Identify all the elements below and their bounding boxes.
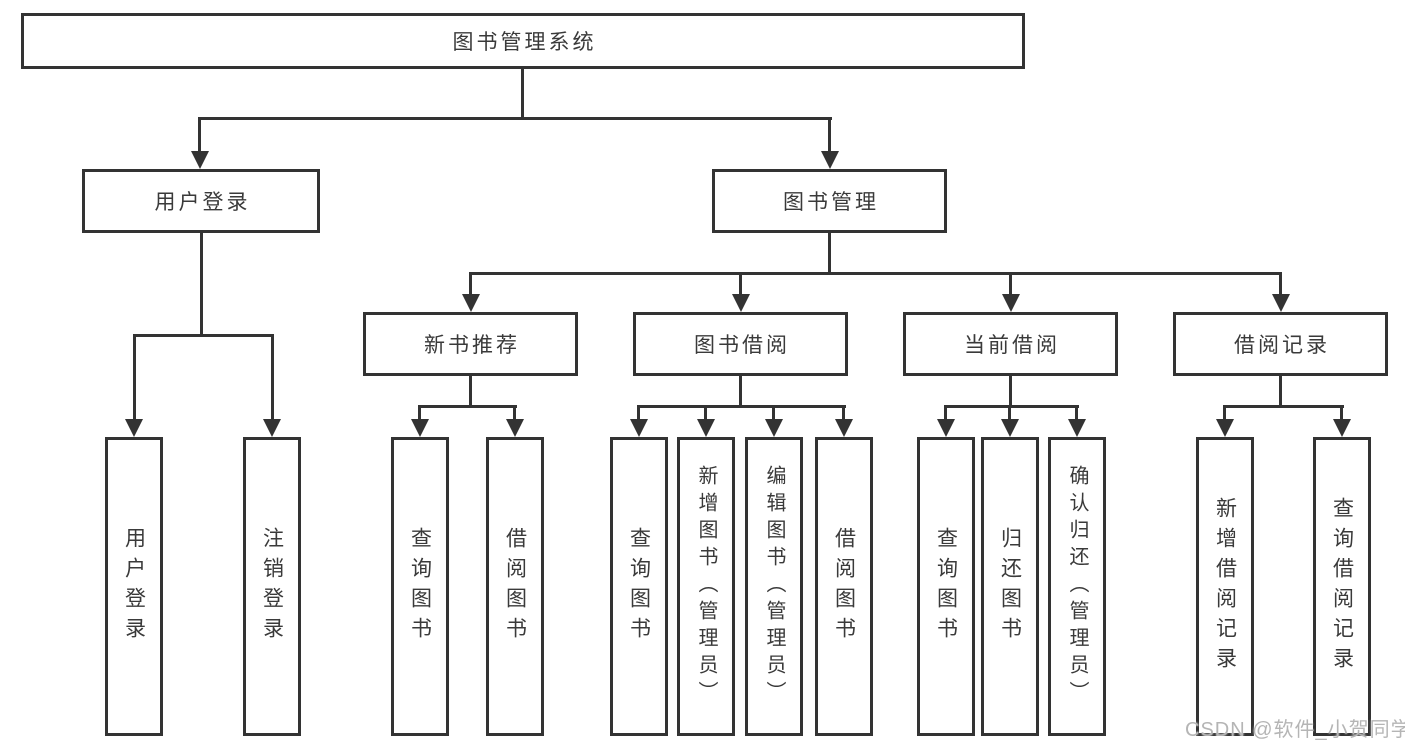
arrow-down-icon [1333,419,1351,437]
connector-line [198,117,832,120]
connector-line [637,405,846,408]
connector-line [1223,405,1226,419]
node-new-book-recommend: 新书推荐 [363,312,578,376]
connector-line [198,117,201,151]
leaf-borrowing-add-books-admin-label: 新增图书（管理员） [695,465,717,708]
node-root: 图书管理系统 [21,13,1025,69]
connector-line [1279,272,1282,294]
leaf-logout: 注销登录 [243,437,301,736]
node-borrow-records-label: 借阅记录 [1234,334,1330,357]
node-new-book-recommend-label: 新书推荐 [424,334,520,357]
node-borrow-records: 借阅记录 [1173,312,1388,376]
connector-line [418,405,421,419]
leaf-records-add-borrow-record-label: 新增借阅记录 [1213,496,1237,677]
leaf-logout-label: 注销登录 [260,526,284,647]
leaf-recommend-query-books-label: 查询图书 [408,526,432,647]
connector-line [739,272,742,294]
connector-line [1009,272,1012,294]
arrow-down-icon [263,419,281,437]
connector-line [1009,376,1012,407]
connector-line [944,405,947,419]
arrow-down-icon [821,151,839,169]
connector-line [944,405,1079,408]
connector-line [469,272,472,294]
csdn-watermark: CSDN @软件_小贺同学 [1185,719,1405,741]
arrow-down-icon [191,151,209,169]
arrow-down-icon [697,419,715,437]
leaf-records-query-borrow-record-label: 查询借阅记录 [1330,496,1354,677]
leaf-recommend-borrow-books: 借阅图书 [486,437,544,736]
leaf-current-confirm-return-admin-label: 确认归还（管理员） [1066,465,1088,708]
connector-line [739,376,742,407]
leaf-borrowing-borrow-books-label: 借阅图书 [832,526,856,647]
connector-line [842,405,845,419]
connector-line [469,272,1282,275]
arrow-down-icon [1068,419,1086,437]
connector-line [469,376,472,407]
leaf-current-return-books: 归还图书 [981,437,1039,736]
leaf-borrowing-borrow-books: 借阅图书 [815,437,873,736]
node-current-borrowing: 当前借阅 [903,312,1118,376]
node-current-borrowing-label: 当前借阅 [964,334,1060,357]
connector-line [828,117,831,151]
connector-line [1340,405,1343,419]
leaf-user-login: 用户登录 [105,437,163,736]
arrow-down-icon [765,419,783,437]
leaf-records-query-borrow-record: 查询借阅记录 [1313,437,1371,736]
arrow-down-icon [835,419,853,437]
leaf-borrowing-edit-books-admin-label: 编辑图书（管理员） [763,465,785,708]
arrow-down-icon [506,419,524,437]
node-book-borrowing-label: 图书借阅 [694,334,790,357]
connector-line [133,334,274,337]
leaf-user-login-label: 用户登录 [122,526,146,647]
arrow-down-icon [1216,419,1234,437]
connector-line [1223,405,1344,408]
connector-line [513,405,516,419]
arrow-down-icon [411,419,429,437]
connector-line [828,233,831,274]
arrow-down-icon [1001,419,1019,437]
arrow-down-icon [630,419,648,437]
arrow-down-icon [125,419,143,437]
arrow-down-icon [1002,294,1020,312]
leaf-current-return-books-label: 归还图书 [998,526,1022,647]
connector-line [1008,405,1011,419]
connector-line [200,233,203,336]
leaf-borrowing-query-books: 查询图书 [610,437,668,736]
leaf-current-confirm-return-admin: 确认归还（管理员） [1048,437,1106,736]
connector-line [521,69,524,119]
connector-line [418,405,517,408]
connector-line [133,334,136,419]
connector-line [1279,376,1282,407]
arrow-down-icon [732,294,750,312]
leaf-current-query-books: 查询图书 [917,437,975,736]
leaf-records-add-borrow-record: 新增借阅记录 [1196,437,1254,736]
arrow-down-icon [1272,294,1290,312]
connector-line [704,405,707,419]
node-user-login: 用户登录 [82,169,320,233]
leaf-recommend-borrow-books-label: 借阅图书 [503,526,527,647]
arrow-down-icon [937,419,955,437]
connector-line [637,405,640,419]
connector-line [1075,405,1078,419]
leaf-borrowing-edit-books-admin: 编辑图书（管理员） [745,437,803,736]
node-book-management-label: 图书管理 [783,191,879,214]
connector-line [772,405,775,419]
connector-line [271,334,274,419]
node-book-management: 图书管理 [712,169,947,233]
node-user-login-label: 用户登录 [154,191,251,214]
node-root-label: 图书管理系统 [452,31,597,54]
leaf-borrowing-add-books-admin: 新增图书（管理员） [677,437,735,736]
leaf-recommend-query-books: 查询图书 [391,437,449,736]
arrow-down-icon [462,294,480,312]
node-book-borrowing: 图书借阅 [633,312,848,376]
leaf-borrowing-query-books-label: 查询图书 [627,526,651,647]
leaf-current-query-books-label: 查询图书 [934,526,958,647]
